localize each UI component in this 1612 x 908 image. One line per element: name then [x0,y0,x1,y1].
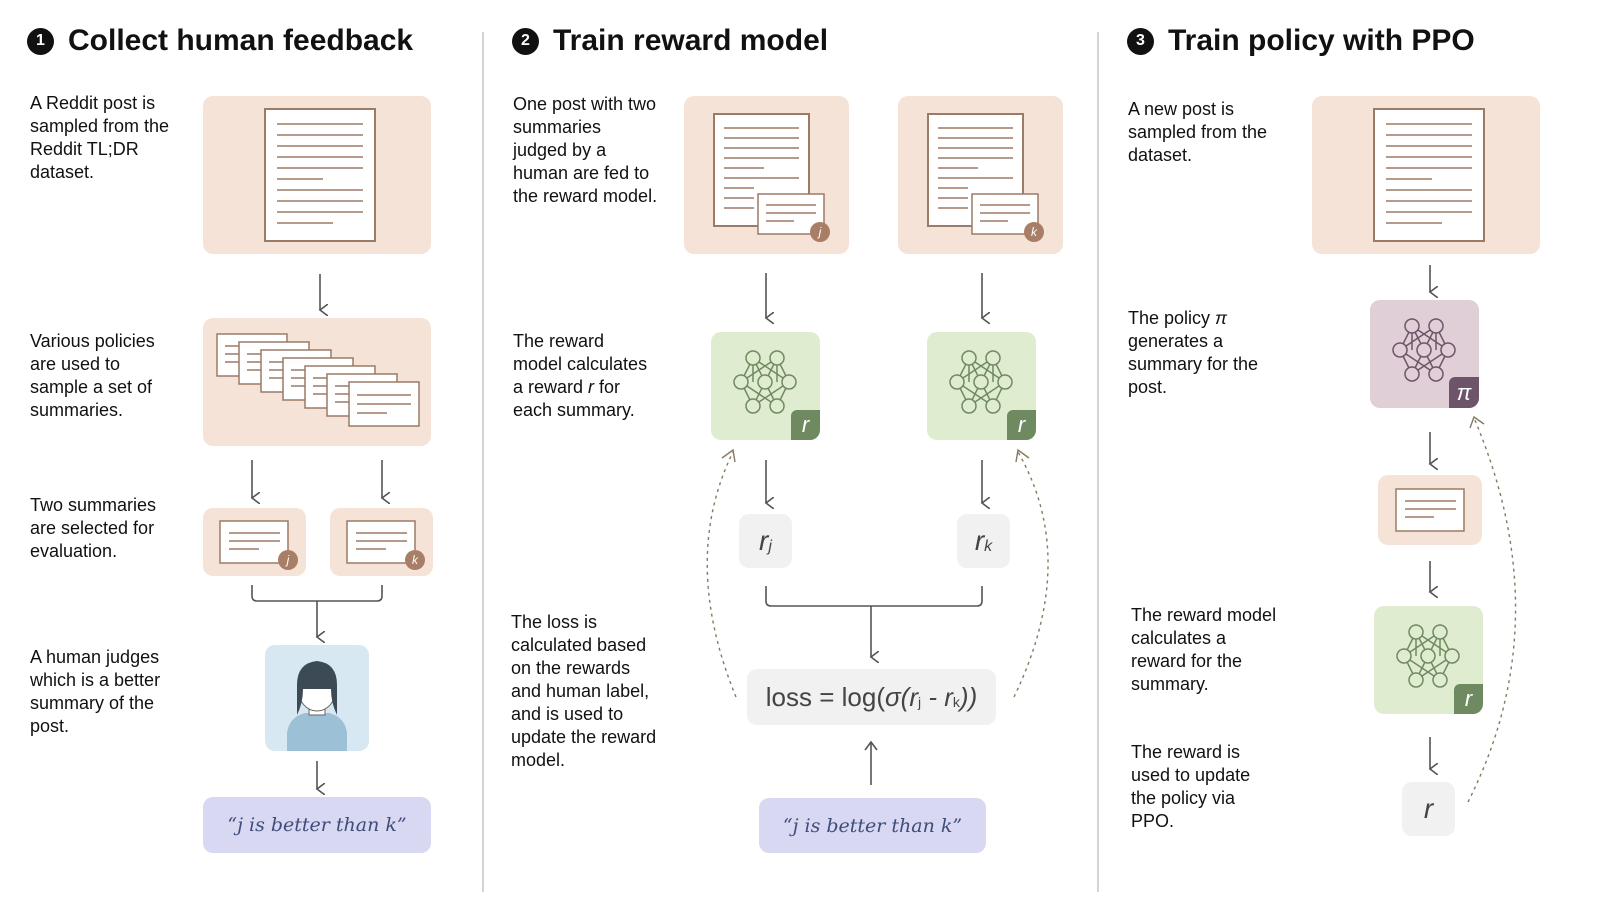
loss-sigma: σ( [884,681,910,712]
bracket-rj-rk [765,586,983,607]
reward-model-k: r [927,332,1036,440]
neural-net-icon [949,350,1013,414]
arrow-judgement-to-loss-head [864,740,878,751]
step-1-desc-4: A human judges which is a better summary… [30,647,161,736]
reward-output-k-sub: k [984,538,993,555]
policies-summaries-box [203,318,431,446]
step-3-desc-1: A new post is sampled from the dataset. [1128,99,1268,165]
loss-r2: r [944,681,953,712]
reward-badge-k-label: r [1017,412,1026,437]
reward-output-ppo-label: r [1423,793,1434,824]
reddit-post-box [203,96,431,254]
reward-output-ppo: r [1402,782,1455,836]
loss-s1: j [918,694,922,710]
reward-badge-k: r [1007,410,1036,440]
reward-output-k-base: r [974,525,985,556]
post-badge-k: k [1024,222,1044,242]
loss-prefix: loss = log( [765,681,885,712]
document-icon [264,108,376,242]
bracket-j-k [251,585,383,602]
post-k-box: k [898,96,1063,254]
step-2-desc-2: The reward model calculates a reward r f… [513,331,648,420]
policy-badge: π [1449,377,1479,408]
summary-k-icon [346,520,416,564]
post-badge-j-label: j [818,225,822,239]
step-1-title: Collect human feedback [68,24,414,57]
neural-net-icon [733,350,797,414]
document-icon [1373,108,1485,242]
judgement-box-2: “j is better than k” [759,798,986,853]
reward-model-j: r [711,332,820,440]
human-avatar-icon [287,661,347,751]
policy-badge-label: π [1456,379,1472,405]
summary-icon [1395,488,1465,532]
loss-minus: - [921,681,945,712]
post-j-box: j [684,96,849,254]
step-2-heading: 2 Train reward model [512,24,828,58]
dashed-head-policy [1469,415,1485,429]
reward-badge-ppo: r [1454,684,1483,714]
reward-badge-j-label: r [801,412,810,437]
step-3-desc-4: The reward is used to update the policy … [1131,742,1251,831]
reward-badge-j: r [791,410,820,440]
reward-output-j-sub: j [768,538,772,555]
new-post-box [1312,96,1540,254]
post-badge-k-label: k [1031,225,1037,239]
step-1-desc-3: Two summaries are selected for evaluatio… [30,495,157,561]
dashed-head-j [721,448,736,463]
post-k-icon [927,113,1039,235]
badge-k-label: k [412,553,418,567]
step-2-desc-3: The loss is calculated based on the rewa… [511,612,657,770]
neural-net-icon [1396,624,1460,688]
step-3-title: Train policy with PPO [1168,24,1475,57]
step-1-desc-2: Various policies are used to sample a se… [30,331,155,420]
neural-net-icon [1392,318,1456,382]
generated-summary-box [1378,475,1482,545]
summary-stack-icon [216,333,420,427]
policy-model-box: π [1370,300,1479,408]
step-3-heading: 3 Train policy with PPO [1127,24,1475,58]
step-1-desc-1: A Reddit post is sampled from the Reddit… [30,93,170,182]
divider-1 [482,32,484,892]
reward-badge-ppo-label: r [1464,686,1473,711]
human-judge-box [265,645,369,751]
loss-suffix: )) [959,681,978,712]
step-3-desc-2: The policy π generates a summary for the… [1128,308,1259,397]
step-2-number: 2 [512,27,539,55]
step-1-number: 1 [27,27,54,55]
post-badge-j: j [810,222,830,242]
summary-j-box: j [203,508,306,576]
badge-k: k [405,550,425,570]
summary-k-box: k [330,508,433,576]
loss-r1: r [909,681,918,712]
summary-j-icon [219,520,289,564]
badge-j-label: j [286,553,290,567]
dashed-head-k [1015,448,1030,463]
step-2-desc-1: One post with two summaries judged by a … [513,94,658,206]
step-1-heading: 1 Collect human feedback [27,24,413,58]
dashed-loss-to-model-j [706,451,737,698]
badge-j: j [278,550,298,570]
step-3-number: 3 [1127,27,1154,55]
step-2-title: Train reward model [553,24,829,57]
step-3-desc-3: The reward model calculates a reward for… [1131,605,1277,694]
divider-2 [1097,32,1099,892]
judgement-box-1: “j is better than k” [203,797,431,853]
dashed-loss-to-model-k [1013,451,1049,698]
reward-model-ppo: r [1374,606,1483,714]
loss-s2: k [952,694,960,710]
reward-output-j-base: r [759,525,769,556]
